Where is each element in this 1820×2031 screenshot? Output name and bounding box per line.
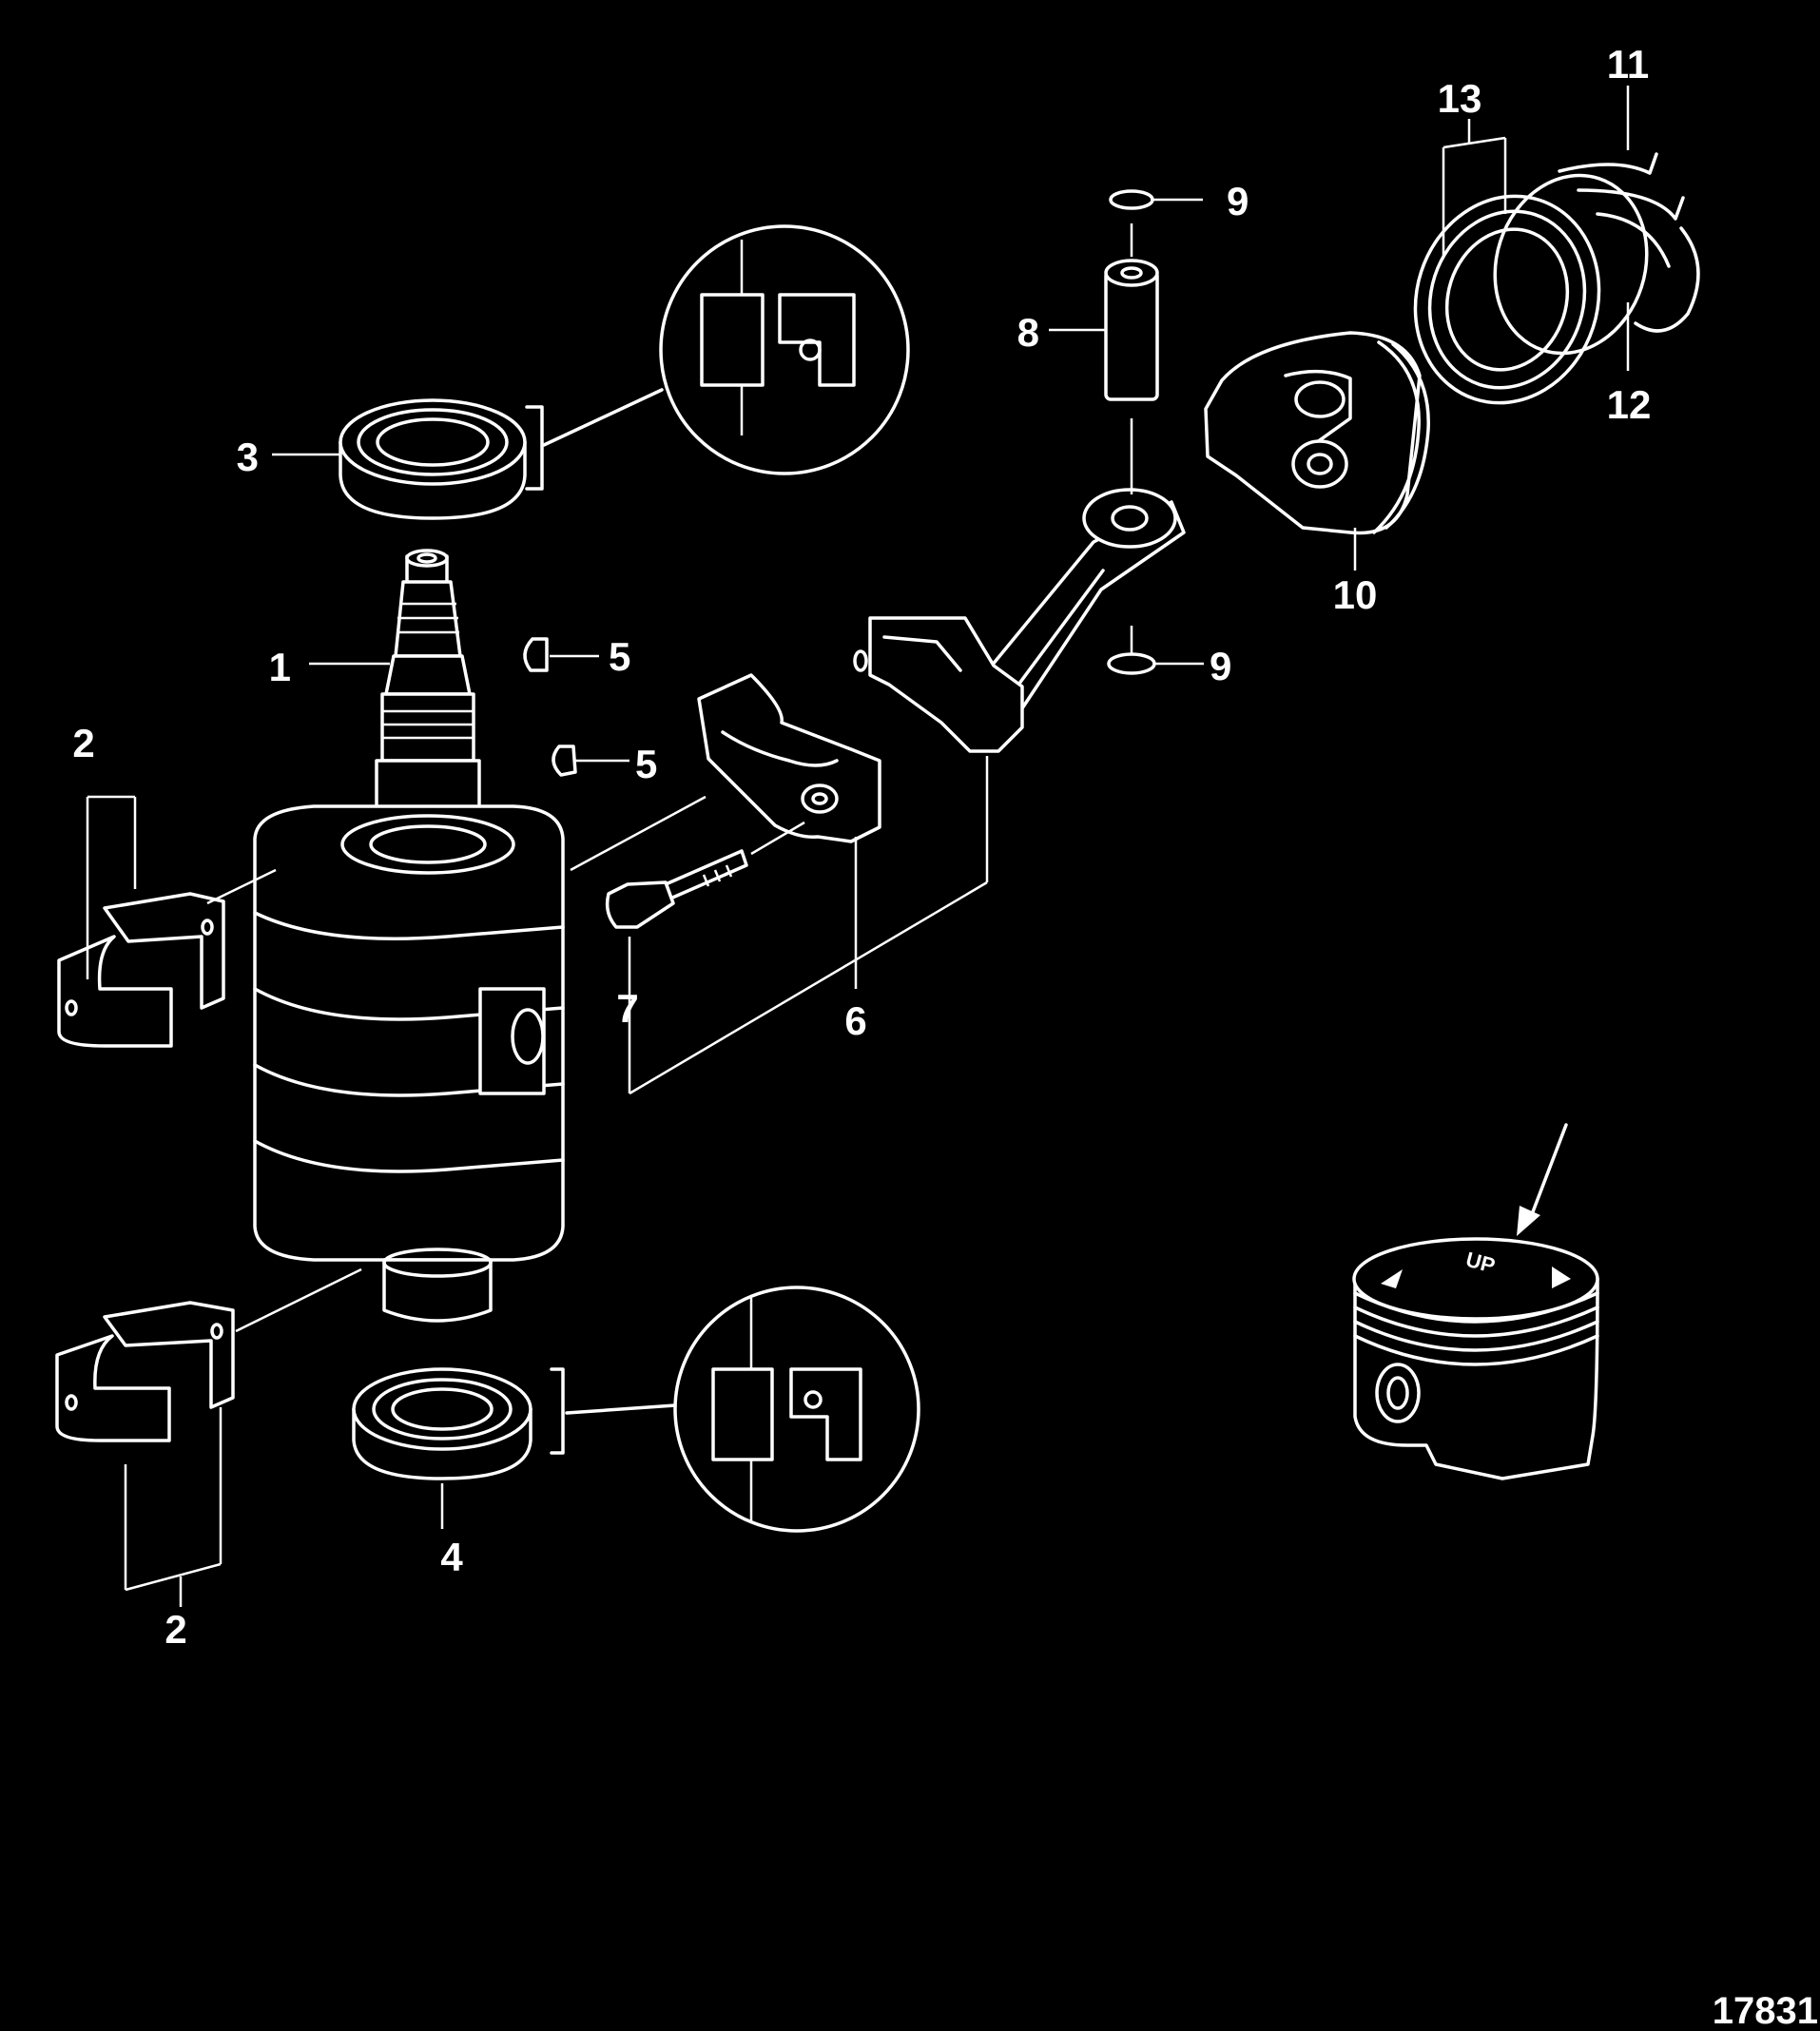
piston — [1204, 331, 1430, 535]
callout-8: 8 — [1017, 310, 1039, 355]
leader-lines — [86, 86, 1630, 1607]
upper-seal — [339, 398, 544, 520]
callout-11: 11 — [1607, 42, 1649, 87]
piston-rings — [1413, 152, 1700, 405]
upper-seal-detail-inset — [542, 224, 910, 475]
lower-main-bearing — [55, 1267, 362, 1442]
callout-labels: 1 2 2 3 4 5 5 6 7 8 9 9 10 11 12 13 — [72, 42, 1651, 1652]
callout-5-upper: 5 — [609, 634, 630, 679]
callout-2-lower: 2 — [165, 1607, 186, 1652]
callout-6: 6 — [844, 998, 866, 1043]
callout-5-lower: 5 — [635, 742, 657, 786]
crankshaft — [253, 549, 565, 1323]
lower-seal — [352, 1367, 565, 1480]
callout-4: 4 — [440, 1535, 463, 1579]
piston-orientation-view: UP — [1352, 1123, 1599, 1480]
figure-number: 17831 — [1713, 1990, 1818, 2031]
callout-3: 3 — [237, 435, 259, 479]
callout-10: 10 — [1333, 572, 1378, 617]
callout-12: 12 — [1607, 382, 1652, 427]
callout-9-lower: 9 — [1210, 644, 1231, 688]
woodruff-key-lower — [552, 745, 577, 777]
wrist-pin — [1104, 223, 1159, 654]
rod-bolt — [605, 821, 805, 929]
callout-9-upper: 9 — [1227, 179, 1249, 223]
callout-7: 7 — [616, 986, 638, 1031]
lower-seal-detail-inset — [565, 1286, 920, 1533]
woodruff-key-upper — [523, 637, 549, 672]
connecting-rod — [853, 488, 1186, 753]
callout-13: 13 — [1438, 76, 1482, 121]
callout-1: 1 — [269, 645, 291, 689]
callout-2-upper: 2 — [72, 721, 94, 765]
connecting-rod-cap — [570, 673, 881, 872]
